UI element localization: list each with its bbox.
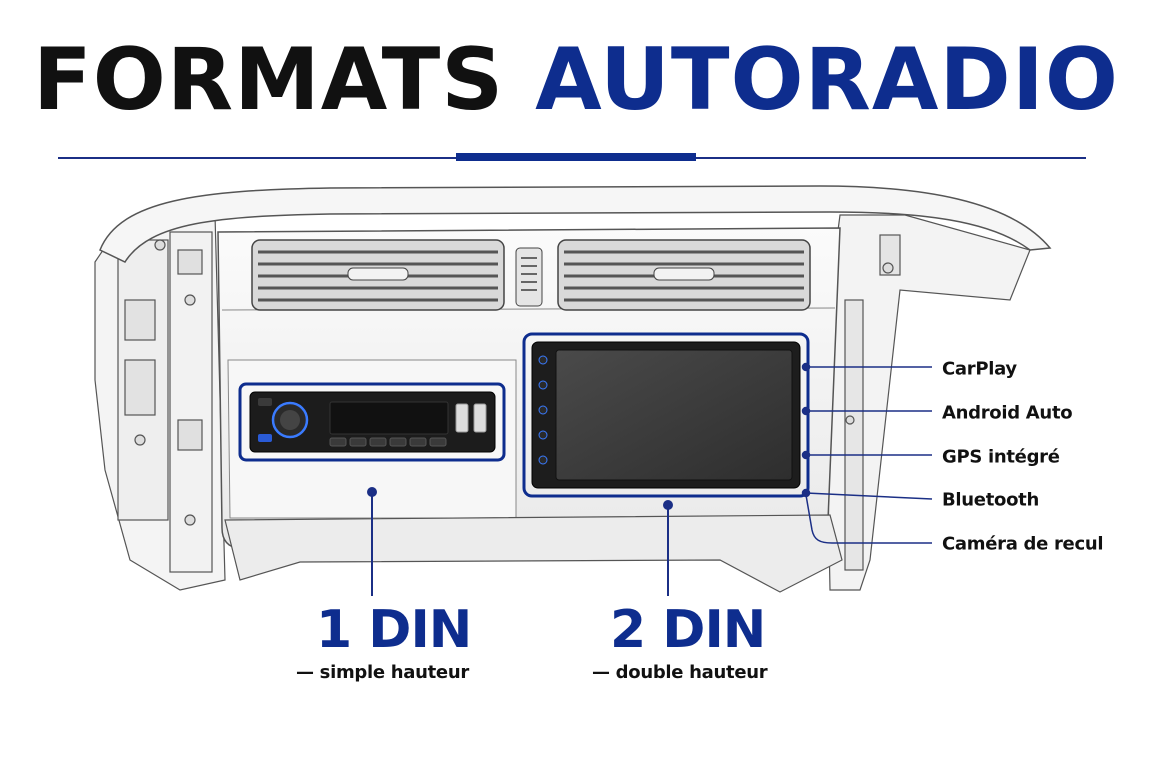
title-word-autoradio: AUTORADIO [535, 30, 1119, 130]
feature-connectors [801, 362, 933, 544]
single-din-label: 1 DIN [316, 600, 472, 660]
dashboard-top-shell [99, 185, 1052, 263]
page-title: FORMATS AUTORADIO [0, 30, 1152, 130]
title-divider-accent [456, 153, 696, 161]
feature-bluetooth: Bluetooth [942, 489, 1039, 511]
single-din-description: — simple hauteur [296, 662, 469, 683]
air-vent-left [251, 239, 505, 311]
title-word-formats: FORMATS [33, 30, 505, 130]
single-din-unit [238, 382, 506, 462]
air-vent-center-knob [515, 247, 543, 307]
double-din-label: 2 DIN [610, 600, 766, 660]
left-bracket [94, 214, 226, 591]
feature-android-auto: Android Auto [942, 402, 1073, 424]
feature-gps: GPS intégré [942, 446, 1060, 468]
feature-camera: Caméra de recul [942, 533, 1104, 555]
din-leaders [367, 487, 673, 596]
feature-carplay: CarPlay [942, 358, 1017, 380]
double-din-description: — double hauteur [592, 662, 768, 683]
dashboard-bottom-lip [224, 514, 843, 593]
double-din-unit [522, 332, 810, 498]
air-vent-right [557, 239, 811, 311]
